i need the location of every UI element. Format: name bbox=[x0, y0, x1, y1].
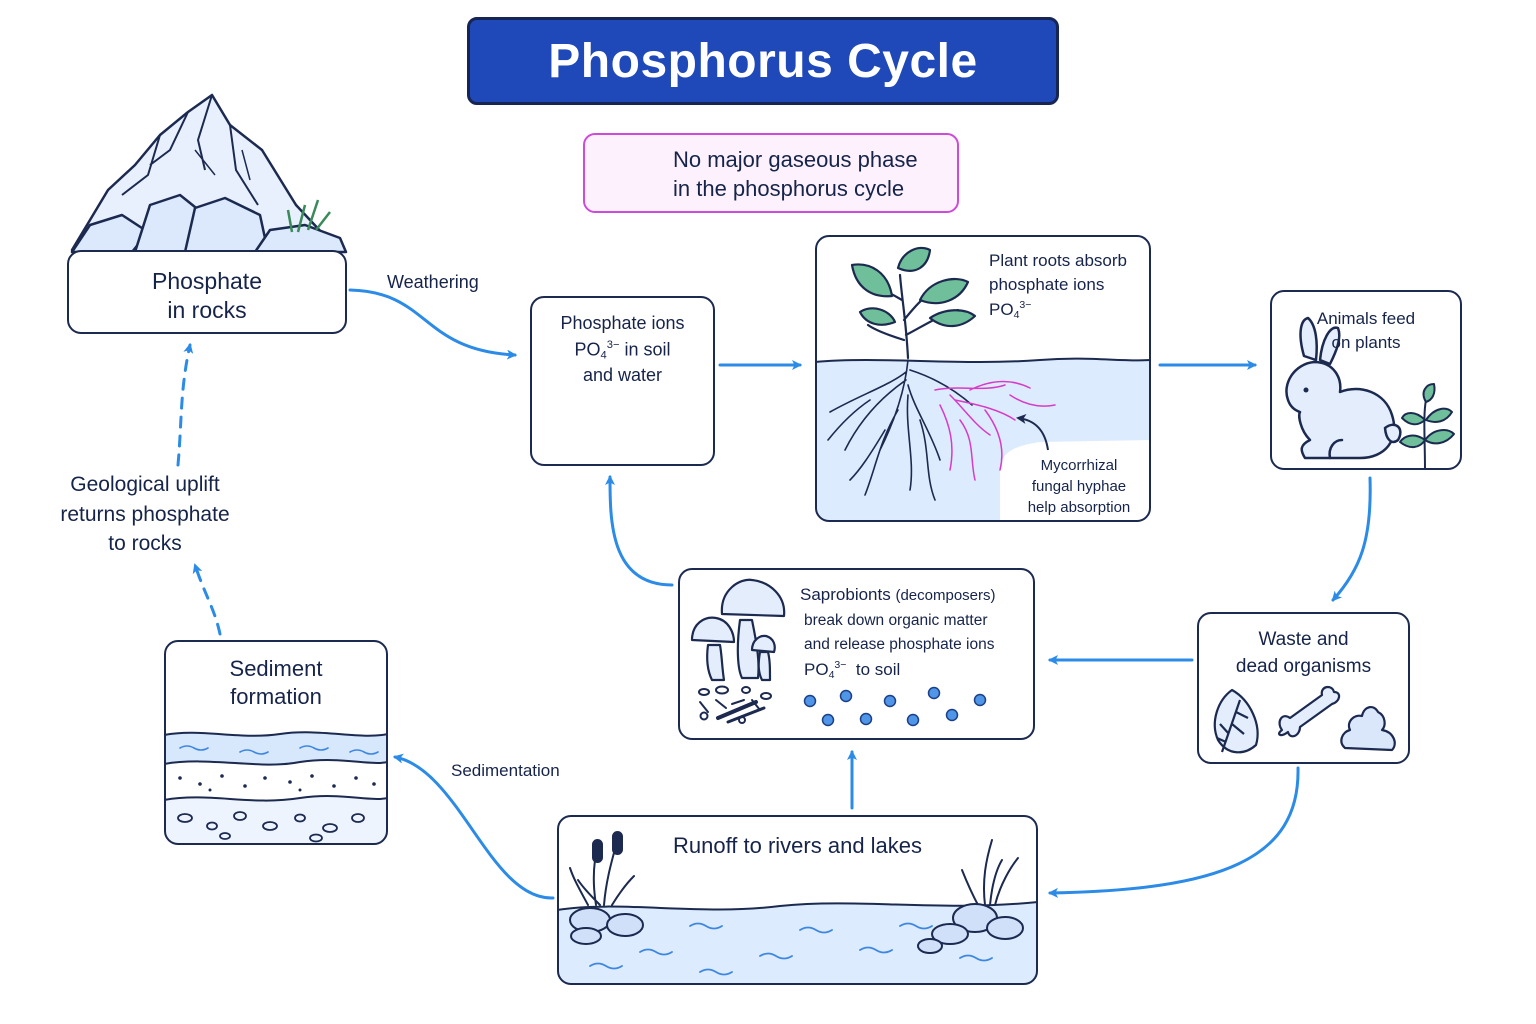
mycorrhizal-hyphae bbox=[934, 380, 1056, 481]
node-sediment: Sediment formation bbox=[164, 640, 388, 845]
mountain-icon bbox=[70, 93, 348, 254]
mycorrhiza-line-3: help absorption bbox=[1027, 499, 1131, 516]
bone-icon bbox=[1278, 685, 1341, 738]
rabbit-icon bbox=[1285, 316, 1402, 460]
organic-debris bbox=[698, 685, 772, 724]
ions-line-1: Phosphate ions bbox=[560, 313, 685, 333]
hyphae-pointer-arrow bbox=[1016, 413, 1049, 451]
node-decomposers: Saprobionts (decomposers) break down org… bbox=[678, 568, 1035, 740]
node-phosphate-ions: Phosphate ions PO43− in soil and water bbox=[530, 296, 715, 466]
rocks-line-1: Phosphate bbox=[152, 268, 262, 294]
ions-line-2: PO43− in soil bbox=[574, 339, 671, 362]
decomposers-line-3: and release phosphate ions bbox=[804, 636, 995, 653]
decomposers-line-2: break down organic matter bbox=[804, 612, 988, 629]
arrow-decomposers-to-ions bbox=[605, 475, 674, 587]
mycorrhiza-line-1: Mycorrhizal bbox=[1040, 457, 1118, 474]
animals-line-2: on plants bbox=[1331, 333, 1401, 352]
arrow-waste-to-runoff bbox=[1048, 766, 1300, 898]
runoff-label: Runoff to rivers and lakes bbox=[672, 833, 923, 858]
dung-icon bbox=[1340, 706, 1396, 752]
sediment-layers-icon bbox=[164, 731, 388, 845]
node-runoff: Runoff to rivers and lakes bbox=[557, 815, 1038, 985]
arrow-uplift-upper bbox=[176, 343, 194, 467]
arrow-sedimentation bbox=[393, 753, 555, 900]
arrow-uplift-lower bbox=[192, 563, 222, 636]
sediment-line-2: formation bbox=[230, 684, 322, 709]
leaf-icon bbox=[1213, 688, 1259, 754]
sediment-line-1: Sediment bbox=[229, 656, 323, 681]
label-sedimentation: Sedimentation bbox=[451, 761, 560, 780]
label-uplift-line-2: returns phosphate bbox=[60, 503, 230, 526]
sprout-icon bbox=[1399, 383, 1455, 471]
mycorrhiza-line-2: fungal hyphae bbox=[1031, 478, 1127, 495]
cycle-arrows bbox=[176, 288, 1372, 900]
waste-line-1: Waste and bbox=[1258, 629, 1349, 650]
page-title: Phosphorus Cycle bbox=[548, 34, 978, 88]
plant-line-2: phosphate ions bbox=[989, 275, 1105, 294]
note-line-1: No major gaseous phase bbox=[673, 147, 918, 172]
plant-icon bbox=[850, 246, 977, 360]
node-animals: Animals feed on plants bbox=[1270, 290, 1462, 470]
decomposers-line-1: Saprobionts (decomposers) bbox=[800, 585, 996, 604]
rocks-line-2: in rocks bbox=[167, 297, 247, 323]
released-ion-dots bbox=[803, 686, 987, 727]
node-phosphate-in-rocks: Phosphate in rocks bbox=[67, 250, 347, 334]
no-gas-phase-note: No major gaseous phase in the phosphorus… bbox=[583, 133, 959, 213]
note-line-2: in the phosphorus cycle bbox=[673, 176, 905, 201]
plant-roots bbox=[827, 359, 973, 501]
node-waste: Waste and dead organisms bbox=[1197, 612, 1410, 764]
arrow-weathering bbox=[348, 288, 517, 360]
river-water bbox=[557, 902, 1038, 985]
decomposers-line-4: PO43− to soil bbox=[804, 659, 901, 681]
arrow-animals-to-waste bbox=[1331, 476, 1372, 602]
label-weathering: Weathering bbox=[387, 272, 479, 292]
reed-icon bbox=[569, 831, 1019, 906]
label-uplift-line-1: Geological uplift bbox=[70, 473, 220, 496]
animals-line-1: Animals feed bbox=[1316, 309, 1416, 328]
ions-line-3: and water bbox=[582, 365, 663, 385]
node-plant-roots: Plant roots absorb phosphate ions PO43− … bbox=[815, 235, 1151, 522]
plant-line-1: Plant roots absorb bbox=[989, 251, 1127, 270]
title-banner: Phosphorus Cycle bbox=[467, 17, 1059, 105]
plant-line-3: PO43− bbox=[989, 299, 1032, 321]
river-stones bbox=[569, 903, 1024, 954]
mushroom-icon bbox=[690, 578, 786, 682]
waste-line-2: dead organisms bbox=[1235, 656, 1372, 677]
label-uplift-line-3: to rocks bbox=[108, 532, 182, 555]
